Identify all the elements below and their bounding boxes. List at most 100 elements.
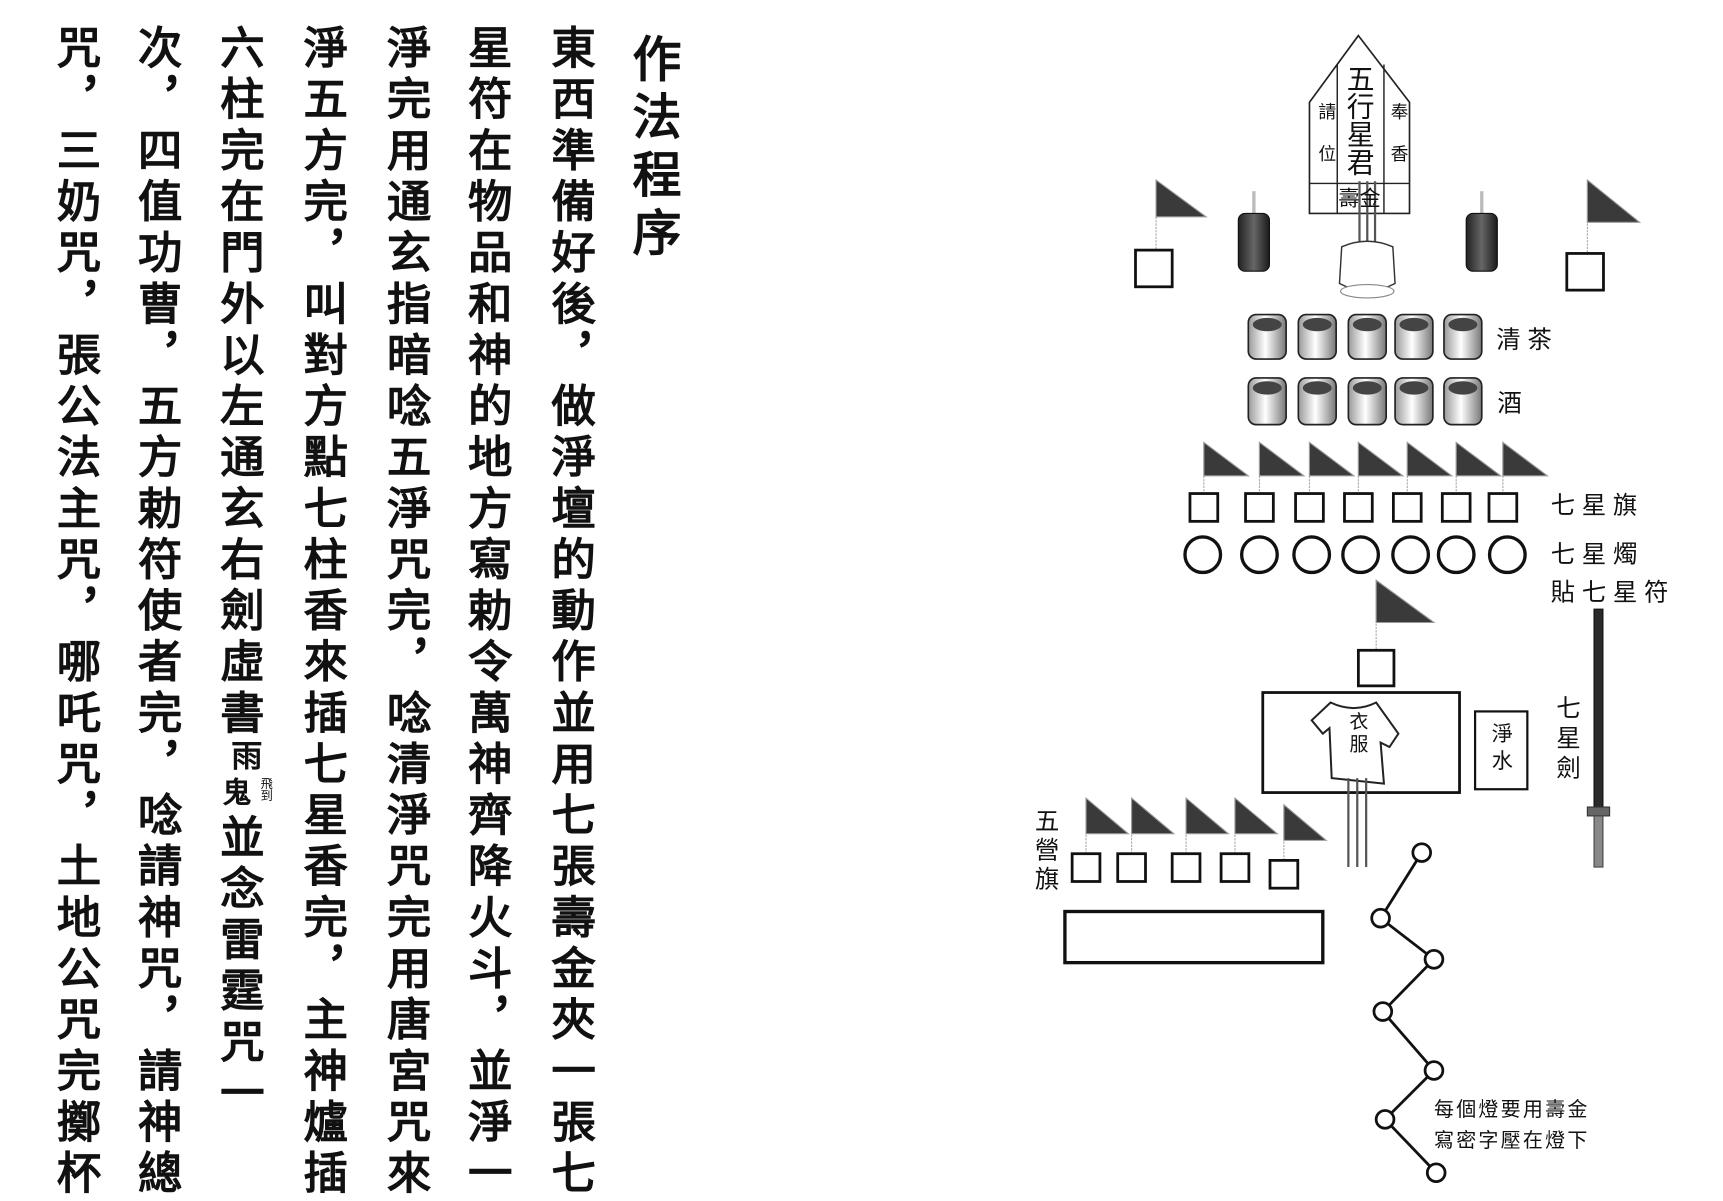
flag-icon <box>1131 796 1176 835</box>
sword-handle-icon <box>1593 815 1604 868</box>
text-column-6: 次，四值功曹，五方勅符使者完，唸請神咒，請神總 <box>130 24 183 1201</box>
flag-base-square <box>1294 492 1325 523</box>
flag-icon <box>1258 441 1306 477</box>
five-camp-flags-label: 五營旗 <box>1030 808 1059 895</box>
lamp-chain-line <box>1379 851 1423 919</box>
tea-cup-icon-liquid <box>1399 317 1429 332</box>
flag-icon <box>1502 441 1550 477</box>
talisman-glyph: 雨鬼飛到 <box>222 740 275 813</box>
spirit-tablet <box>1308 34 1411 215</box>
seven-star-sword-label: 七星劍 <box>1551 694 1580 785</box>
seven-star-candle-circle <box>1436 535 1476 575</box>
tea-cup-icon-liquid <box>1252 317 1282 332</box>
text-column-5-part2: 並念雷霆咒一 <box>212 813 265 1121</box>
text-column-5: 六柱完在門外以左通玄右劍虛書雨鬼飛到並念雷霆咒一 <box>211 24 275 1120</box>
text-column-2: 星符在物品和神的地方寫勅令萬神齊降火斗，並淨一 <box>460 24 513 1201</box>
lamp-chain-line <box>1384 1069 1435 1121</box>
talisman-glyph-bottom: 鬼 <box>222 777 258 811</box>
flag-base-square <box>1188 492 1220 523</box>
lamp-chain-line <box>1381 958 1435 1013</box>
seven-star-candle-circle <box>1391 535 1431 575</box>
seven-star-flags-label: 七星旗 <box>1550 492 1645 521</box>
flag-icon <box>1185 796 1230 835</box>
flag-icon <box>1455 441 1503 477</box>
lamp-chain-line <box>1381 1010 1436 1072</box>
flag-icon <box>1085 796 1130 835</box>
lamp-note-line2: 寫密字壓在燈下 <box>1433 1129 1590 1153</box>
flag-base-square <box>1565 252 1605 292</box>
flag-icon <box>1586 178 1642 223</box>
flag-base-square <box>1343 492 1374 523</box>
wine-cup-icon-liquid <box>1399 381 1429 395</box>
text-column-1: 東西準備好後，做淨壇的動作並用七張壽金夾一張七 <box>543 24 596 1201</box>
lamp-circle-icon <box>1425 1162 1447 1184</box>
tablet-center-text: 五行星君 <box>1342 64 1376 176</box>
flag-icon <box>1308 441 1356 477</box>
seven-star-candles-label: 七星燭 <box>1550 541 1645 570</box>
candle-icon <box>1237 212 1271 272</box>
shirt-icon <box>1310 701 1400 785</box>
seven-star-candle-circle <box>1239 535 1279 575</box>
text-column-3: 淨完用通玄指暗唸五淨咒完，唸清淨咒完用唐宮咒來 <box>379 24 432 1201</box>
flag-icon <box>1283 803 1328 841</box>
flag-base-square <box>1244 492 1275 523</box>
flag-icon <box>1375 579 1436 624</box>
flag-base-square <box>1440 492 1472 523</box>
sword-guard-icon <box>1586 806 1611 817</box>
seven-star-talisman-label: 貼七星符 <box>1550 579 1676 607</box>
flag-base-square <box>1219 852 1251 883</box>
lamp-chain-line <box>1384 1118 1438 1174</box>
incense-burner <box>1338 181 1396 299</box>
lamp-chain-line <box>1379 917 1435 961</box>
flag-base-square <box>1356 648 1396 688</box>
candle-icon <box>1465 212 1498 272</box>
wine-cup-icon-liquid <box>1352 381 1382 395</box>
tablet-right-text: 奉香 <box>1387 102 1409 187</box>
wine-label: 酒 <box>1497 390 1522 418</box>
tea-cup-icon-liquid <box>1448 317 1478 332</box>
text-column-7: 咒，三奶咒，張公法主咒，哪吒咒，土地公咒完擲杯 <box>48 24 102 1201</box>
flag-icon <box>1203 441 1250 477</box>
clothes-label: 衣服 <box>1345 711 1368 756</box>
wine-cup-icon-liquid <box>1448 381 1478 395</box>
sword-blade-icon <box>1593 608 1604 810</box>
flag-base-square <box>1134 248 1174 289</box>
seven-star-candle-circle <box>1183 535 1223 575</box>
lamp-circle-icon <box>1372 1001 1394 1022</box>
seven-star-candle-circle <box>1292 535 1332 575</box>
wine-cup-icon-liquid <box>1252 381 1282 395</box>
text-column-4: 淨五方完，叫對方點七柱香來插七星香完，主神爐插 <box>295 24 348 1201</box>
lamp-circle-icon <box>1370 907 1391 929</box>
flag-icon <box>1406 441 1454 477</box>
flag-base-square <box>1070 852 1102 883</box>
lamp-circle-icon <box>1411 842 1433 863</box>
flag-icon <box>1234 796 1279 835</box>
flag-base-square <box>1116 852 1147 883</box>
flag-base-square <box>1392 492 1423 523</box>
lamp-circle-icon <box>1374 1109 1396 1130</box>
flag-icon <box>1357 441 1405 477</box>
tea-cup-icon-liquid <box>1302 317 1332 332</box>
flag-base-square <box>1487 492 1519 523</box>
lamp-circle-icon <box>1423 949 1445 970</box>
altar-table-rect <box>1063 909 1325 965</box>
section-title: 作法程序 <box>623 33 681 265</box>
clean-water-box <box>1473 710 1529 791</box>
lamp-circle-icon <box>1423 1060 1445 1081</box>
seven-star-candle-circle <box>1487 535 1527 575</box>
flag-icon <box>1155 178 1208 218</box>
wine-cup-icon-liquid <box>1302 381 1332 395</box>
talisman-glyph-small: 飛到 <box>259 777 274 802</box>
tea-cup-icon-liquid <box>1352 317 1382 332</box>
text-column-5-part1: 六柱完在門外以左通玄右劍虛書 <box>212 24 265 741</box>
clean-water-label: 淨水 <box>1488 722 1513 776</box>
flag-base-square <box>1170 852 1202 883</box>
flag-base-square <box>1268 858 1300 890</box>
tea-label: 清茶 <box>1496 326 1559 355</box>
tablet-left-text: 請位 <box>1315 102 1337 187</box>
seven-star-candle-circle <box>1341 535 1381 575</box>
talisman-glyph-top: 雨 <box>231 738 270 775</box>
lamp-note-line1: 每個燈要用壽金 <box>1433 1098 1590 1122</box>
